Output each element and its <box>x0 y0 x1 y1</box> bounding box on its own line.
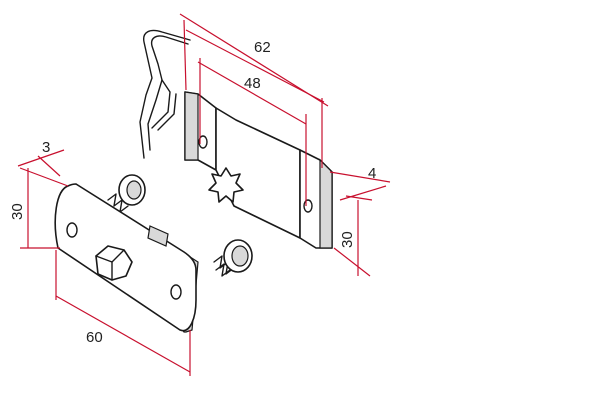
dim-label-30-left: 30 <box>9 203 26 220</box>
spring-pin <box>139 29 191 159</box>
dimension-labels: 62 48 4 30 3 30 60 <box>9 39 376 346</box>
hex-bolt-head <box>95 245 133 281</box>
dim-label-4: 4 <box>368 165 376 182</box>
dim-label-62: 62 <box>254 39 271 56</box>
clip-hole-left <box>198 135 208 149</box>
plate-hole-left <box>66 222 78 238</box>
base-plate <box>54 183 199 333</box>
star-cutout <box>208 167 244 203</box>
bent-clip <box>184 91 333 249</box>
dim-label-48: 48 <box>244 75 261 92</box>
lower-screw <box>213 239 253 277</box>
dim-label-60: 60 <box>86 329 103 346</box>
plate-hole-right <box>170 284 182 300</box>
upper-screw <box>107 174 146 213</box>
dim-label-3: 3 <box>42 139 50 156</box>
clip-hole-right <box>303 199 313 213</box>
dimension-lines <box>17 13 391 376</box>
dim-label-30-right: 30 <box>339 231 356 248</box>
